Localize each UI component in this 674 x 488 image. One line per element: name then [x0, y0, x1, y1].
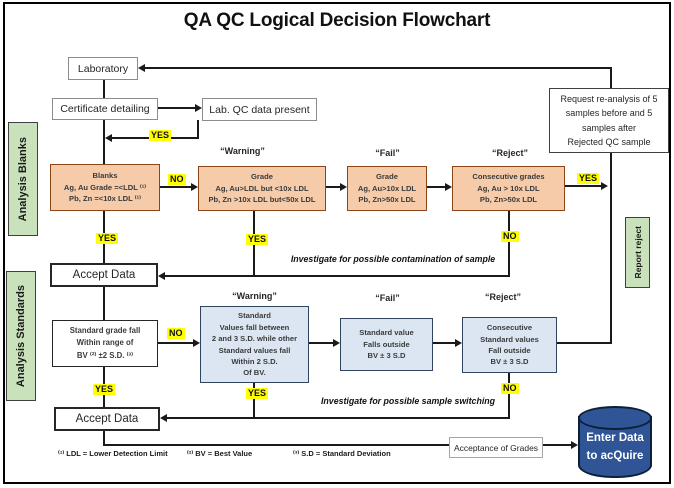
connector-line	[508, 372, 510, 419]
stage-warning-top: “Warning”	[220, 146, 265, 156]
section-label-text: Analysis Blanks	[17, 136, 29, 222]
section-label-analysis-blanks: Analysis Blanks	[8, 122, 38, 236]
node-grade-warning: Grade Ag, Au>LDL but <10x LDL Pb, Zn >10…	[198, 166, 326, 211]
arrowhead-icon	[193, 339, 200, 347]
arrowhead-icon	[158, 272, 165, 280]
section-label-analysis-standards: Analysis Standards	[6, 271, 36, 401]
node-grade-fail: Grade Ag, Au>10x LDL Pb, Zn>50x LDL	[347, 166, 427, 211]
arrowhead-icon	[333, 339, 340, 347]
arrowhead-icon	[340, 183, 347, 191]
connector-line	[197, 120, 199, 139]
note-switching: Investigate for possible sample switchin…	[320, 396, 496, 406]
arrowhead-icon	[571, 441, 578, 449]
node-certificate-detailing: Certificate detailing	[52, 98, 158, 120]
yes-label: YES	[246, 388, 269, 399]
node-standard-warning: Standard Values fall between 2 and 3 S.D…	[200, 306, 309, 383]
yes-label: YES	[149, 130, 172, 141]
arrowhead-icon	[160, 414, 167, 422]
no-label: NO	[168, 174, 186, 185]
connector-line	[325, 186, 342, 188]
footnote-sd: ⁽³⁾ S.D = Standard Deviation	[293, 449, 391, 458]
arrowhead-icon	[138, 64, 145, 72]
node-accept-data-bottom: Accept Data	[54, 407, 160, 431]
connector-line	[564, 185, 602, 187]
connector-line	[103, 444, 451, 446]
node-grade-reject: Consecutive grades Ag, Au > 10x LDL Pb, …	[452, 166, 565, 211]
connector-line	[426, 186, 447, 188]
no-label: NO	[501, 231, 519, 242]
stage-fail-bottom: “Fail”	[375, 293, 400, 303]
arrowhead-icon	[195, 104, 202, 112]
connector-line	[103, 120, 105, 164]
connector-line	[556, 342, 612, 344]
connector-line	[103, 286, 105, 320]
node-standard-reject: Consecutive Standard values Fall outside…	[462, 317, 557, 373]
stage-reject-top: “Reject”	[491, 148, 528, 158]
connector-line	[308, 342, 333, 344]
yes-label: YES	[93, 384, 116, 395]
node-blanks-check: Blanks Ag, Au Grade =<LDL ⁽¹⁾ Pb, Zn =<1…	[50, 164, 160, 211]
footnote-ldl: ⁽¹⁾ LDL = Lower Detection Limit	[58, 449, 168, 458]
note-contamination: Investigate for possible contamination o…	[290, 254, 496, 264]
page-title: QA QC Logical Decision Flowchart	[183, 10, 491, 31]
yes-label: YES	[577, 173, 600, 184]
node-request-reanalysis: Request re-analysis of 5 samples before …	[549, 88, 669, 153]
connector-line	[542, 444, 571, 446]
no-label: NO	[167, 328, 185, 339]
footnote-bv: ⁽²⁾ BV = Best Value	[187, 449, 253, 458]
arrowhead-icon	[191, 183, 198, 191]
report-reject-text: Report reject	[632, 226, 643, 279]
node-standard-check: Standard grade fall Within range of BV ⁽…	[52, 320, 158, 367]
arrowhead-icon	[455, 339, 462, 347]
stage-reject-bottom: “Reject”	[484, 292, 521, 302]
yes-label: YES	[246, 234, 269, 245]
stage-fail-top: “Fail”	[375, 148, 400, 158]
connector-line	[159, 186, 193, 188]
arrowhead-icon	[105, 134, 112, 142]
arrowhead-icon	[445, 183, 452, 191]
database-cylinder-top	[578, 406, 652, 430]
connector-line	[610, 67, 612, 344]
connector-line	[157, 342, 195, 344]
connector-line	[508, 210, 510, 277]
node-lab-qc-data-present: Lab. QC data present	[202, 98, 317, 121]
connector-line	[166, 417, 510, 419]
connector-line	[157, 107, 197, 109]
yes-label: YES	[96, 233, 119, 244]
connector-line	[103, 79, 105, 99]
report-reject-label: Report reject	[625, 217, 650, 288]
no-label: NO	[501, 383, 519, 394]
database-label: Enter Data to acQuire	[586, 432, 644, 462]
connector-line	[144, 67, 612, 69]
node-standard-fail: Standard value Falls outside BV ± 3 S.D	[340, 318, 433, 371]
section-label-text: Analysis Standards	[15, 284, 27, 388]
stage-warning-bottom: “Warning”	[232, 291, 277, 301]
arrowhead-icon	[601, 182, 608, 190]
node-acceptance-of-grades: Acceptance of Grades	[449, 437, 543, 458]
node-laboratory: Laboratory	[68, 57, 138, 80]
node-accept-data-top: Accept Data	[50, 263, 158, 287]
connector-line	[103, 430, 105, 446]
connector-line	[253, 382, 255, 419]
connector-line	[432, 342, 456, 344]
outer-border	[3, 2, 671, 484]
connector-line	[164, 275, 510, 277]
